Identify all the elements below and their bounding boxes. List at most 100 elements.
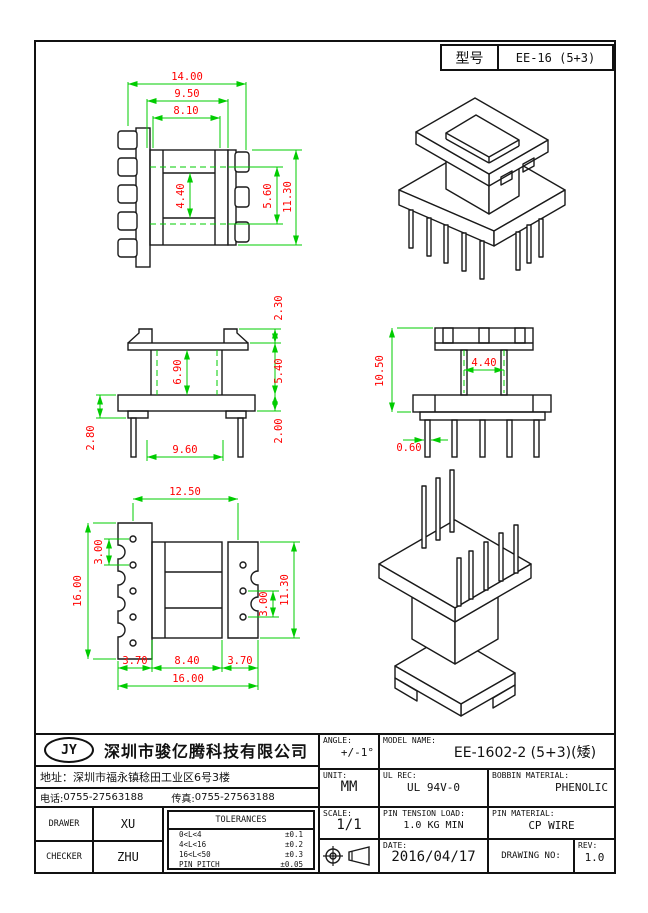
- unit-label: UNIT:: [323, 771, 348, 780]
- drawing-no-cell: DRAWING NO:: [487, 838, 575, 874]
- ul-rec-label: UL REC:: [383, 771, 417, 780]
- isometric-view-upright: [398, 97, 566, 280]
- drawing-no-label: DRAWING NO:: [501, 851, 561, 861]
- unit-cell: UNIT: MM: [318, 768, 380, 808]
- dim-bottom-left-length: 16.00: [72, 575, 84, 607]
- tol-range-3: PIN PITCH: [179, 860, 220, 869]
- angle-label: ANGLE:: [323, 736, 352, 745]
- company-cell: JY 深圳市骏亿腾科技有限公司: [34, 733, 320, 767]
- tolerance-row: 4<L<16 ±0.2: [169, 840, 313, 850]
- isometric-view-inverted: [378, 469, 532, 717]
- address-value: 深圳市福永镇稔田工业区6号3楼: [73, 771, 230, 784]
- dim-front-foot-height: 2.00: [273, 418, 285, 443]
- dim-front-flange-drop: 2.80: [85, 425, 97, 450]
- model-number-label: 型号: [442, 46, 499, 69]
- scale-value: 1/1: [336, 817, 362, 833]
- dim-top-core-width: 4.40: [175, 183, 187, 208]
- dim-front-window-height: 6.90: [172, 359, 184, 384]
- bottom-view: 12.50 16.00 3.00 11.30 3.00 3.70 8.40 3.…: [72, 486, 300, 690]
- tol-range-0: 0<L<4: [179, 830, 202, 839]
- pin-tension-value: 1.0 KG MIN: [403, 820, 464, 831]
- dim-side-core-width: 4.40: [471, 357, 496, 369]
- tolerances-cell: TOLERANCES 0<L<4 ±0.1 4<L<16 ±0.2 16<L<5…: [162, 806, 320, 874]
- tol-value-3: ±0.05: [280, 860, 303, 869]
- rev-value: 1.0: [584, 851, 605, 864]
- bobbin-material-value: PHENOLIC: [555, 781, 608, 794]
- drawer-label: DRAWER: [48, 819, 80, 829]
- model-name-value: EE-1602-2 (5+3)(矮): [453, 744, 597, 761]
- address-label: 地址：: [40, 771, 73, 784]
- dim-side-total-height: 10.50: [374, 355, 386, 387]
- pin-material-cell: PIN MATERIAL: CP WIRE: [487, 806, 616, 840]
- tol-range-2: 16<L<50: [179, 850, 211, 859]
- date-value: 2016/04/17: [391, 849, 476, 865]
- dim-front-tab-height: 2.30: [273, 295, 285, 320]
- scale-cell: SCALE: 1/1: [318, 806, 380, 840]
- dim-bottom-pin-pitch-right: 3.00: [258, 591, 270, 616]
- ul-rec-value: UL 94V-0: [407, 781, 460, 794]
- bobbin-material-label: BOBBIN MATERIAL:: [492, 771, 570, 780]
- drawer-value-cell: XU: [92, 806, 164, 842]
- checker-value-cell: ZHU: [92, 840, 164, 874]
- angle-value: +/-1°: [340, 746, 374, 759]
- tol-value-0: ±0.1: [284, 830, 303, 839]
- phone-cell: 电话: 0755-27563188 传真: 0755-27563188: [34, 787, 320, 808]
- unit-value: MM: [340, 779, 358, 795]
- checker-value: ZHU: [117, 850, 139, 864]
- tol-range-1: 4<L<16: [179, 840, 207, 849]
- phone-label: 电话:: [40, 794, 64, 805]
- ul-rec-cell: UL REC: UL 94V-0: [378, 768, 489, 808]
- model-number-box: 型号 EE-16 (5+3): [440, 44, 614, 71]
- dim-top-flange-width: 9.50: [174, 88, 199, 100]
- tolerance-row: 0<L<4 ±0.1: [169, 830, 313, 840]
- address-cell: 地址： 深圳市福永镇稔田工业区6号3楼: [34, 765, 320, 789]
- pin-material-label: PIN MATERIAL:: [492, 809, 555, 818]
- tolerances-title: TOLERANCES: [169, 812, 313, 830]
- date-cell: DATE: 2016/04/17: [378, 838, 489, 874]
- top-view: 14.00 9.50 8.10 4.40 5.60 11.30: [117, 71, 302, 268]
- checker-label-cell: CHECKER: [34, 840, 94, 874]
- dim-front-pin-span: 9.60: [172, 444, 197, 456]
- rev-label: REV:: [578, 841, 598, 850]
- dim-bottom-right-length: 11.30: [279, 574, 291, 606]
- dim-side-pin-width: 0.60: [396, 442, 421, 454]
- tol-value-2: ±0.3: [284, 850, 303, 859]
- drawing-area: 14.00 9.50 8.10 4.40 5.60 11.30: [72, 71, 566, 717]
- phone-value: 0755-27563188: [63, 792, 144, 803]
- tolerance-row: PIN PITCH ±0.05: [169, 860, 313, 870]
- tolerance-row: 16<L<50 ±0.3: [169, 850, 313, 860]
- dim-top-total-width: 14.00: [171, 71, 203, 83]
- dim-bottom-pin-pitch-left: 3.00: [93, 539, 105, 564]
- projection-symbol-cell: [318, 838, 380, 874]
- drawer-label-cell: DRAWER: [34, 806, 94, 842]
- model-number-value: EE-16 (5+3): [515, 50, 596, 65]
- angle-cell: ANGLE: +/-1°: [318, 733, 380, 770]
- dim-top-inner-depth: 5.60: [262, 183, 274, 208]
- model-name-label: MODEL NAME:: [383, 736, 436, 745]
- front-view: 6.90 9.60 2.80 2.30 5.40 2.00: [85, 295, 285, 461]
- drawer-value: XU: [120, 817, 136, 831]
- dim-bottom-center-width: 8.40: [174, 655, 199, 667]
- company-logo: JY: [44, 737, 94, 763]
- pin-tension-cell: PIN TENSION LOAD: 1.0 KG MIN: [378, 806, 489, 840]
- third-angle-projection-icon: [323, 846, 370, 866]
- fax-label: 传真:: [171, 794, 195, 805]
- dim-bottom-total-width: 16.00: [172, 673, 204, 685]
- company-name: 深圳市骏亿腾科技有限公司: [104, 742, 309, 761]
- bobbin-material-cell: BOBBIN MATERIAL: PHENOLIC: [487, 768, 616, 808]
- dim-top-total-depth: 11.30: [282, 181, 294, 213]
- tol-value-1: ±0.2: [284, 840, 303, 849]
- scale-label: SCALE:: [323, 809, 352, 818]
- checker-label: CHECKER: [46, 852, 82, 862]
- pin-tension-label: PIN TENSION LOAD:: [383, 809, 465, 818]
- dim-top-window-width: 8.10: [173, 105, 198, 117]
- fax-value: 0755-27563188: [194, 792, 275, 803]
- dim-front-body-height: 5.40: [273, 358, 285, 383]
- dim-bottom-left-margin: 3.70: [122, 655, 147, 667]
- model-name-cell: MODEL NAME: EE-1602-2 (5+3)(矮): [378, 733, 616, 770]
- dim-bottom-top-width: 12.50: [169, 486, 201, 498]
- dim-bottom-right-margin: 3.70: [227, 655, 252, 667]
- pin-material-value: CP WIRE: [528, 819, 575, 832]
- side-view: 10.50 4.40 0.60: [374, 327, 552, 458]
